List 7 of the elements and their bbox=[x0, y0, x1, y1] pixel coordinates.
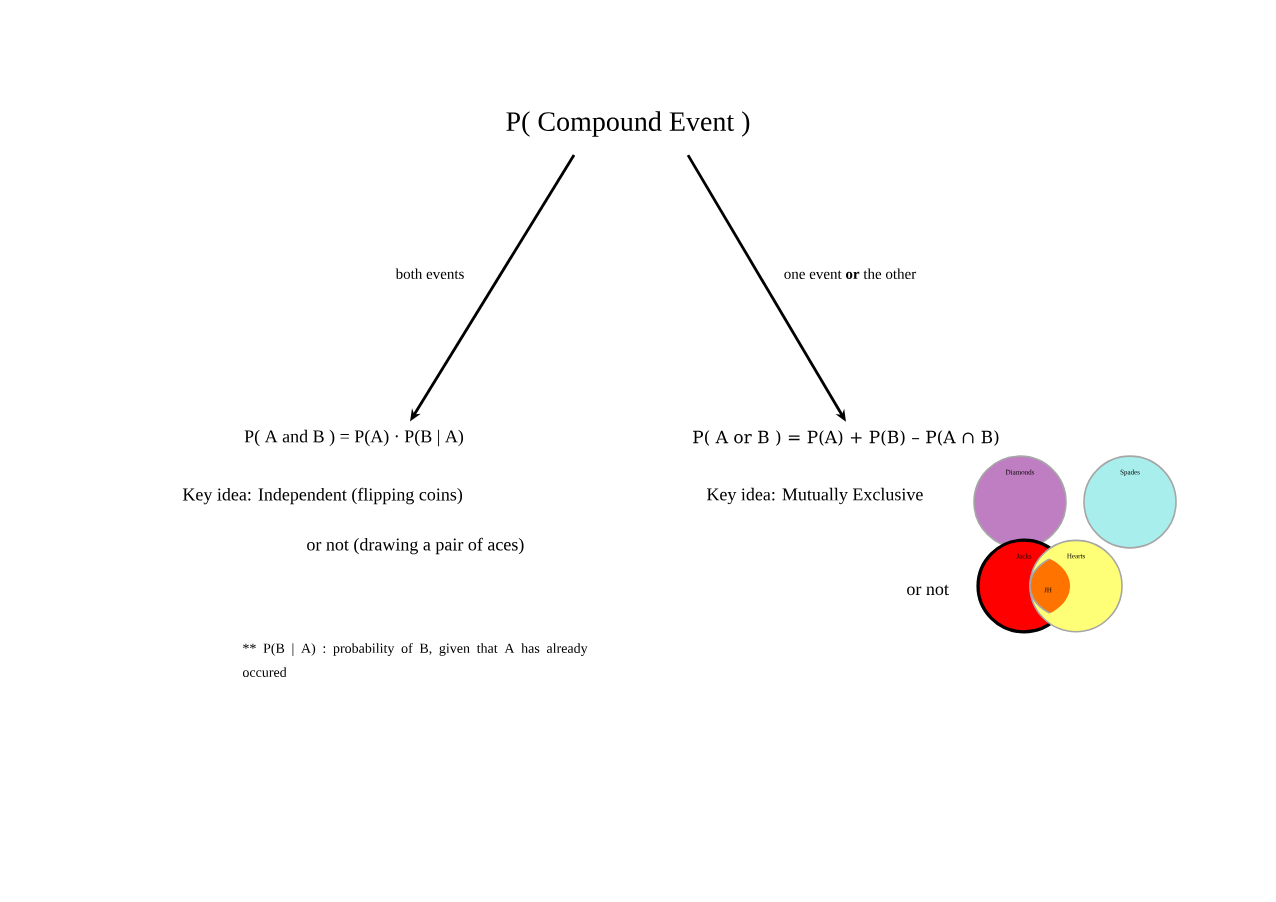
title: P( Compound Event ) bbox=[506, 111, 750, 137]
formula-text: P( A or B ) = P(A) + P(B) – P(A ∩ B) bbox=[693, 430, 999, 446]
formula-text: P( A and B ) = P(A) · P(B | A) bbox=[244, 429, 464, 447]
label-text: or not bbox=[907, 584, 949, 596]
label-text: or not (drawing a pair of aces) bbox=[307, 537, 524, 555]
label-text: Key idea: Independent (flipping coins) bbox=[182, 487, 463, 505]
label-text: Key idea: Mutually Exclusive bbox=[706, 487, 923, 505]
